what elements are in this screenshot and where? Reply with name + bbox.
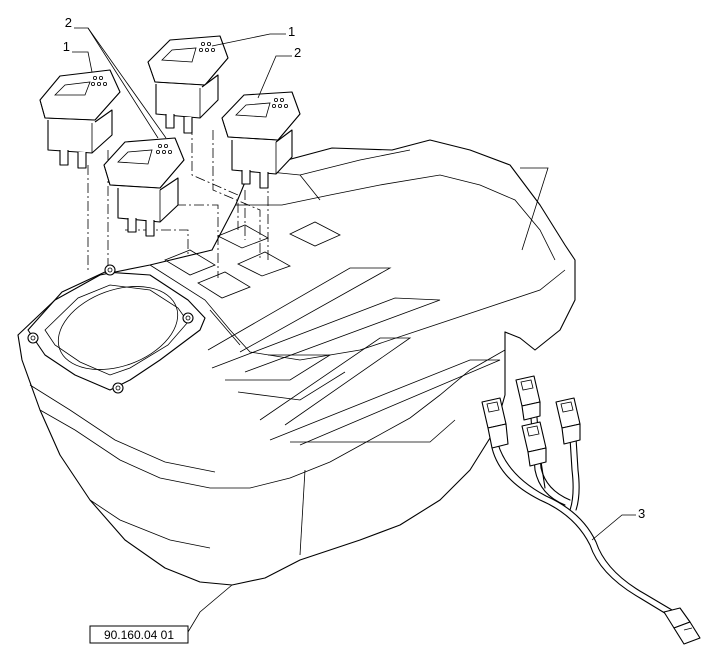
callout-1-left: 1 (63, 39, 70, 54)
harness-connector-d (521, 421, 547, 467)
reference-code: 90.160.04 01 (104, 628, 174, 642)
console-housing (17, 139, 576, 586)
callout-3: 3 (638, 506, 645, 521)
callout-2-left: 2 (65, 15, 72, 30)
rocker-switch-2b (221, 91, 301, 189)
reference-box: 90.160.04 01 (89, 625, 189, 644)
rocker-switch-1a (39, 69, 121, 169)
harness-connector-c (555, 397, 581, 445)
leader-lines (72, 27, 636, 633)
callout-1-right: 1 (288, 24, 295, 39)
harness-connector-b (515, 375, 541, 421)
rocker-switch-1b (147, 35, 229, 134)
wiring-harness (481, 375, 701, 645)
harness-connector-a (481, 397, 509, 449)
harness-end-plug (663, 607, 701, 645)
callout-2-right: 2 (294, 45, 301, 60)
rocker-switch-2a (103, 137, 185, 237)
